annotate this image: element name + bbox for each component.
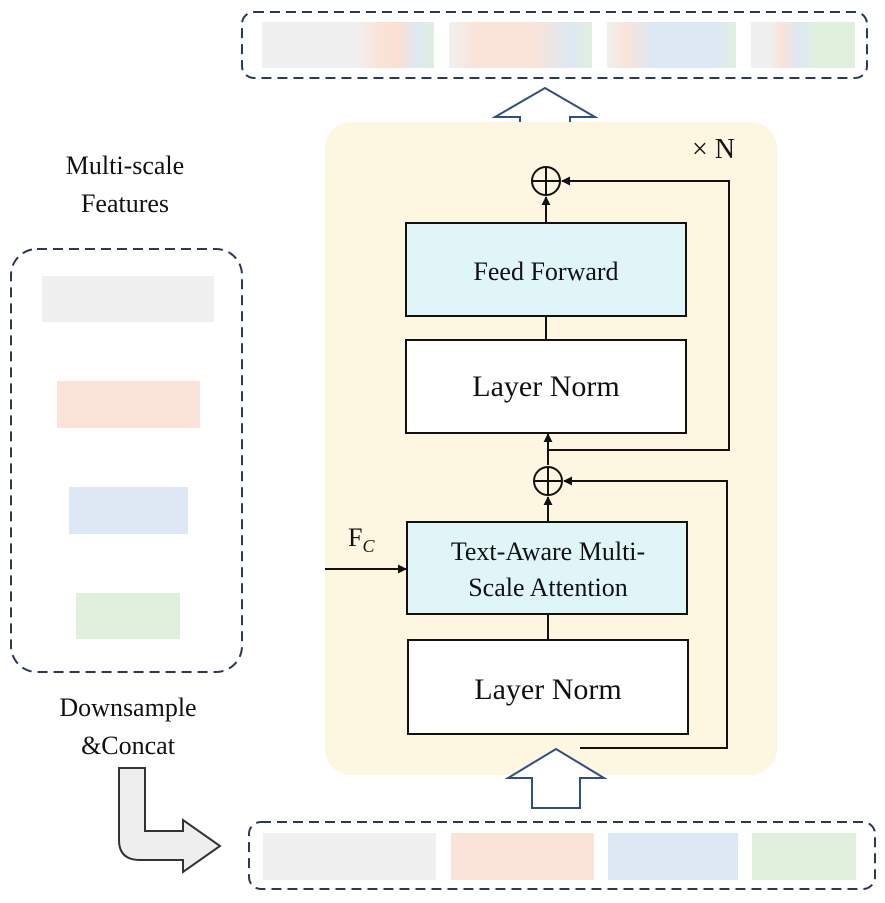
attention-label-line2: Scale Attention <box>468 573 628 602</box>
layer-norm-bottom-label: Layer Norm <box>474 673 621 706</box>
text-aware-attention-box <box>406 521 688 615</box>
downsample-caption-line1: Downsample <box>59 693 196 722</box>
multiscale-title-line2: Features <box>81 189 169 218</box>
input-token-2 <box>451 833 594 880</box>
residual-skip-1-arrow <box>563 476 728 749</box>
feature-scale-2 <box>57 381 200 428</box>
attention-label-line1: Text-Aware Multi- <box>451 537 645 566</box>
output-token-4 <box>751 22 855 68</box>
layer-norm-bottom-box <box>407 639 689 735</box>
repeat-label: × N <box>692 134 735 165</box>
output-token-2 <box>449 22 592 68</box>
downsample-caption-line2: &Concat <box>81 731 176 760</box>
input-feature-sequence <box>248 821 876 890</box>
fc-subscript: C <box>362 536 375 556</box>
input-token-1 <box>263 833 436 880</box>
feed-forward-box <box>405 222 687 317</box>
output-token-1 <box>262 22 434 68</box>
multiscale-features-panel <box>10 248 243 673</box>
fc-label: FC <box>348 523 375 556</box>
feed-forward-label: Feed Forward <box>473 257 618 286</box>
output-token-3 <box>607 22 736 68</box>
connections <box>325 176 730 749</box>
input-up-arrow-icon <box>504 747 608 809</box>
input-token-3 <box>608 833 738 880</box>
layer-norm-top-box <box>405 339 687 434</box>
fc-main: F <box>348 523 362 552</box>
feature-scale-4 <box>76 593 180 639</box>
multiscale-panel-border <box>10 248 243 673</box>
feature-scale-3 <box>69 487 188 534</box>
multiscale-title-line1: Multi-scale <box>66 151 184 180</box>
output-feature-sequence <box>241 11 868 79</box>
residual-skip-2-arrow <box>547 176 730 458</box>
add-node-bottom-icon <box>533 466 563 496</box>
downsample-concat-arrow-icon <box>118 767 222 874</box>
input-token-4 <box>752 833 856 880</box>
layer-norm-top-label: Layer Norm <box>472 370 619 403</box>
input-sequence-border <box>248 821 876 890</box>
feature-scale-1 <box>42 276 214 322</box>
add-node-top-icon <box>531 166 561 196</box>
output-sequence-border <box>241 11 868 79</box>
